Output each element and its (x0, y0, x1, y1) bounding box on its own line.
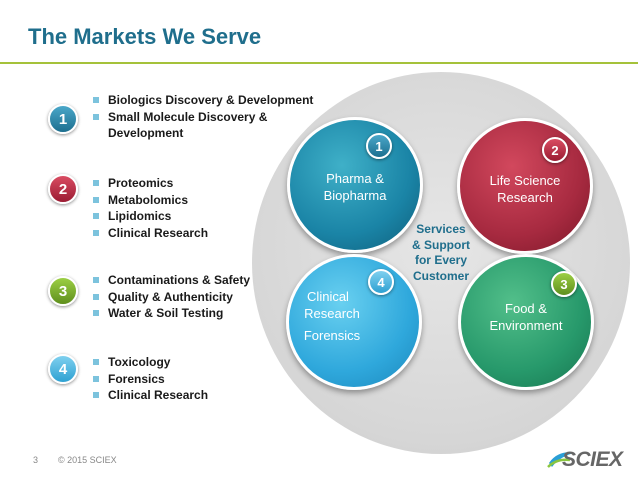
sciex-logo: SCIEX (546, 447, 623, 473)
segment-3-badge: 3 (48, 276, 78, 306)
pharma-biopharma-circle: Pharma & Biopharma (287, 117, 423, 253)
circle-label-line2: Research (304, 306, 360, 321)
list-item: Small Molecule Discovery & (92, 109, 313, 126)
services-support-label: Services & Support for Every Customer (400, 222, 482, 284)
segment-1-badge: 1 (48, 104, 78, 134)
page-title: The Markets We Serve (28, 24, 262, 49)
segment-1-list: Biologics Discovery & Development Small … (92, 92, 313, 142)
list-item: Proteomics (92, 175, 208, 192)
sciex-swoosh-icon (547, 452, 574, 468)
circle-label-line1: Clinical (307, 289, 349, 304)
list-item: Development (108, 126, 184, 140)
logo-text: SCIEX (562, 448, 623, 471)
circle-label-line2: Research (497, 190, 553, 205)
segment-2-list: Proteomics Metabolomics Lipidomics Clini… (92, 175, 208, 241)
segment-2-badge: 2 (48, 174, 78, 204)
list-item: Forensics (92, 371, 208, 388)
list-item: Quality & Authenticity (92, 289, 250, 306)
list-item: Clinical Research (92, 387, 208, 404)
list-item: Clinical Research (92, 225, 208, 242)
clinical-number-badge: 4 (368, 269, 394, 295)
services-line4: Customer (412, 268, 469, 283)
circle-label-line3: Forensics (303, 328, 361, 343)
food-number-badge: 3 (551, 271, 577, 297)
segment-4-list: Toxicology Forensics Clinical Research (92, 354, 208, 404)
services-line2: & Support (412, 237, 470, 252)
list-item: Contaminations & Safety (92, 272, 250, 289)
circle-label-line1: Pharma & (326, 171, 384, 186)
life-science-number-badge: 2 (542, 137, 568, 163)
segment-3-list: Contaminations & Safety Quality & Authen… (92, 272, 250, 322)
circle-label-line1: Food & (505, 301, 547, 316)
list-item: Water & Soil Testing (92, 305, 250, 322)
pharma-number-badge: 1 (366, 133, 392, 159)
circle-label-line2: Environment (489, 318, 563, 333)
page-number: 3 (33, 455, 39, 465)
circle-label-line1: Life Science (489, 173, 561, 188)
copyright: © 2015 SCIEX (58, 455, 117, 465)
services-line1: Services (416, 222, 466, 236)
services-line3: for Every (414, 253, 468, 267)
life-science-research-circle: Life Science Research (457, 118, 593, 254)
list-item: Metabolomics (92, 192, 208, 209)
list-item: Toxicology (92, 354, 208, 371)
list-item: Biologics Discovery & Development (92, 92, 313, 109)
circle-label-line2: Biopharma (323, 188, 387, 203)
list-item: Lipidomics (92, 208, 208, 225)
clinical-research-forensics-circle: Clinical Research Forensics (286, 254, 422, 390)
segment-4-badge: 4 (48, 354, 78, 384)
title-divider (0, 62, 638, 64)
